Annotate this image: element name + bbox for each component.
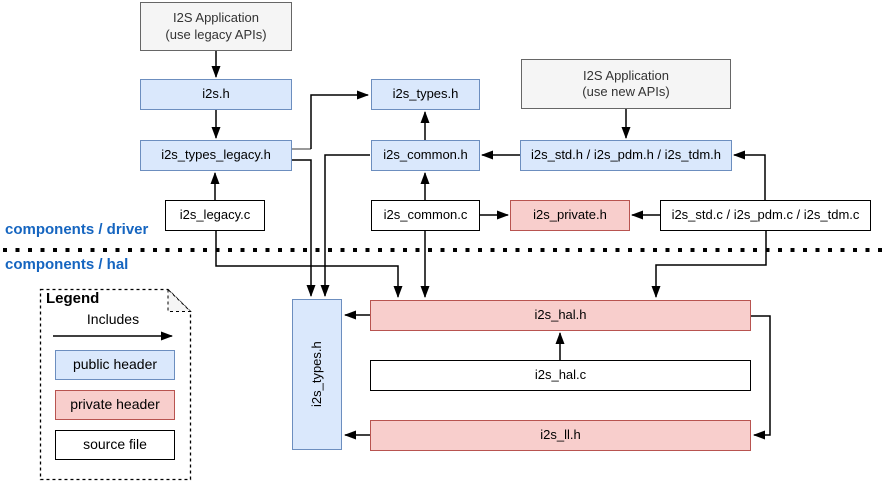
edge-i2s-std-pdm-tdm-c-to-i2s-std-pdm-tdm-h — [733, 150, 766, 200]
edge-i2s-hal-h-to-i2s-ll-h — [751, 315, 771, 440]
legend-source-file-swatch: source file — [55, 430, 175, 460]
legend-folded-corner-icon — [167, 288, 192, 312]
node-i2s-ll-h: i2s_ll.h — [370, 420, 751, 451]
edge-i2s-legacy-c-to-i2s-hal-h — [215, 231, 403, 298]
edge-i2s-std-pdm-tdm-c-to-i2s-hal-h — [651, 231, 767, 298]
node-i2s-types-legacy-h: i2s_types_legacy.h — [140, 140, 292, 171]
node-i2s-application-new: I2S Application (use new APIs) — [521, 59, 731, 109]
node-i2s-common-c: i2s_common.c — [371, 200, 480, 231]
section-label-components-hal: components / hal — [5, 256, 129, 273]
node-i2s-private-h: i2s_private.h — [510, 200, 630, 231]
edge-i2s-common-h-to-hal-i2s-types-h — [320, 154, 370, 297]
node-i2s-hal-h: i2s_hal.h — [370, 300, 751, 331]
legend-includes-label: Includes — [86, 311, 140, 327]
legend-private-header-swatch: private header — [55, 390, 175, 420]
edge-i2s-types-legacy-h-to-hal-i2s-types-h — [292, 159, 316, 297]
node-i2s-common-h: i2s_common.h — [371, 140, 480, 171]
node-i2s-h: i2s.h — [140, 79, 292, 110]
node-i2s-hal-c: i2s_hal.c — [370, 360, 751, 391]
legend-public-header-swatch: public header — [55, 350, 175, 380]
node-i2s-legacy-c: i2s_legacy.c — [165, 200, 265, 231]
node-i2s-application-legacy: I2S Application (use legacy APIs) — [140, 2, 292, 51]
node-i2s-std-pdm-tdm-c: i2s_std.c / i2s_pdm.c / i2s_tdm.c — [660, 200, 871, 231]
edge-i2s-types-legacy-h-to-i2s-types-h — [310, 90, 369, 149]
node-i2s-std-pdm-tdm-h: i2s_std.h / i2s_pdm.h / i2s_tdm.h — [520, 140, 732, 171]
legend-title: Legend — [46, 290, 100, 307]
node-hal-i2s-types-h: i2s_types.h — [292, 299, 342, 450]
section-label-components-driver: components / driver — [5, 221, 149, 238]
hal-i2s-types-h-label: i2s_types.h — [308, 341, 324, 408]
node-i2s-types-h: i2s_types.h — [371, 79, 480, 110]
